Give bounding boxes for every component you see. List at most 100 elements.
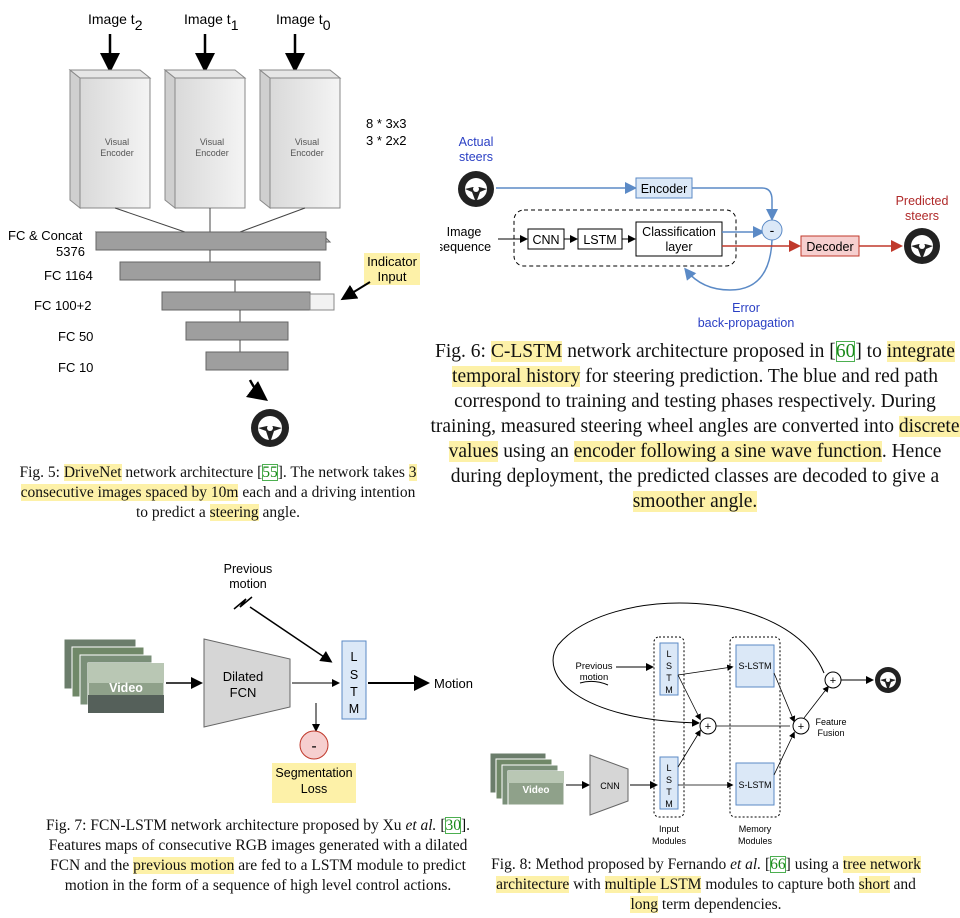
svg-text:T: T: [666, 787, 672, 797]
fig6-image-seq: Image: [447, 225, 482, 239]
fig5-indicator-label: Indicator: [367, 254, 418, 269]
fig5-layer-concat: FC & Concat: [8, 228, 83, 243]
fig7-diagram: Previous motion Video Dilated FCN L S T …: [63, 562, 473, 803]
fig6-predicted-label: Predicted: [896, 194, 949, 208]
svg-text:+: +: [705, 721, 711, 733]
fig5-conv-1: 8 * 3x3: [366, 116, 406, 131]
fig5-indicator-box: [309, 293, 335, 311]
fig8-lstm-bottom: [659, 756, 679, 810]
svg-text:layer: layer: [665, 240, 692, 254]
fig7-seg-loss: Segmentation: [275, 766, 352, 780]
fig8-lstm-top: [659, 642, 679, 696]
svg-text:Encoder: Encoder: [641, 182, 688, 196]
fig7-dilated-fcn: [203, 638, 291, 728]
svg-text:+: +: [798, 721, 804, 733]
fig5-input-t2: Image t2: [88, 11, 143, 33]
svg-text:T: T: [350, 685, 358, 699]
fig5-conv-2: 3 * 2x2: [366, 133, 406, 148]
svg-text:L: L: [666, 649, 671, 659]
fig5-layer-5376: 5376: [56, 244, 85, 259]
fig8-caption: Fig. 8: Method proposed by Fernando et a…: [491, 856, 921, 913]
fig5-layer-1164: FC 1164: [44, 268, 93, 283]
fig5-fc-10: [205, 351, 289, 371]
svg-text:-: -: [770, 222, 775, 238]
fig6-actual-label: Actual: [459, 135, 494, 149]
svg-text:-: -: [311, 738, 316, 755]
svg-text:S: S: [666, 775, 672, 785]
fig8-prev-motion: Previous: [576, 661, 613, 672]
fig8-memory-label: Memory: [739, 824, 772, 834]
fig8-slstm-top: [735, 644, 775, 688]
svg-text:Encoder: Encoder: [195, 148, 229, 158]
fig8-plus-node-2: [792, 717, 810, 735]
fig8-diagram: Previous motion L S T M L S T M Video CN…: [489, 602, 901, 846]
svg-text:S: S: [666, 661, 672, 671]
svg-text:+: +: [830, 675, 836, 687]
fig7-seg-loss-2: Loss: [301, 782, 327, 796]
fig6-classification-box: [635, 221, 723, 257]
fig8-cnn: [589, 754, 629, 816]
svg-text:S: S: [350, 668, 358, 682]
fig5-layer-50: FC 50: [58, 329, 93, 344]
fig8-memory-label-2: Modules: [738, 836, 773, 846]
fig6-actual-wheel-icon: [458, 171, 494, 207]
fig5-fc-concat: [94, 231, 332, 251]
fig7-citation-link[interactable]: 30: [445, 817, 461, 834]
svg-text:CNN: CNN: [532, 233, 559, 247]
fig5-fc-1164: [119, 261, 321, 281]
svg-text:Video: Video: [522, 785, 549, 796]
fig8-steering-wheel-icon: [875, 667, 901, 693]
svg-text:CNN: CNN: [600, 781, 620, 791]
fig7-motion-label: Motion: [434, 676, 473, 691]
fig6-image-seq-2: sequence: [440, 240, 491, 254]
fig5-citation-link[interactable]: 55: [262, 464, 278, 481]
fig5-caption: Fig. 5: DriveNet network architecture [5…: [19, 464, 417, 521]
fig5-diagram: Image t2 Image t1 Image t0 Visual Encode…: [8, 11, 420, 447]
svg-text:T: T: [666, 673, 672, 683]
fig5-input-t1: Image t1: [184, 11, 239, 33]
fig8-memory-modules: [729, 636, 781, 818]
fig5-input-t0: Image t0: [276, 11, 331, 33]
fig8-input-label: Input: [659, 824, 680, 834]
svg-text:S-LSTM: S-LSTM: [738, 780, 771, 790]
fig7-prev-motion: Previous: [224, 562, 273, 576]
fig6-error-label: Error: [732, 301, 760, 315]
fig5-indicator-arrow: [340, 281, 371, 301]
svg-text:L: L: [351, 650, 358, 664]
fig5-output-arrow: [246, 379, 268, 402]
svg-text:Classification: Classification: [642, 225, 716, 239]
fig6-caption: Fig. 6: C-LSTM network architecture prop…: [430, 341, 960, 512]
svg-text:S-LSTM: S-LSTM: [738, 661, 771, 671]
svg-text:Visual: Visual: [105, 137, 129, 147]
fig7-caption: Fig. 7: FCN-LSTM network architecture pr…: [45, 817, 471, 894]
fig8-slstm-bottom: [735, 762, 775, 806]
fig5-layer-100: FC 100+2: [34, 298, 91, 313]
fig6-predicted-label-2: steers: [905, 209, 939, 223]
fig5-indicator-label-2: Input: [378, 269, 407, 284]
fig5-encoder-2: Visual Encoder: [163, 68, 247, 210]
svg-text:M: M: [349, 702, 359, 716]
fig8-citation-link[interactable]: 66: [770, 856, 786, 873]
svg-text:Encoder: Encoder: [290, 148, 324, 158]
fig8-feature-fusion: Feature: [815, 717, 846, 727]
svg-text:Visual: Visual: [295, 137, 319, 147]
fig5-layer-10: FC 10: [58, 360, 93, 375]
fig7-lstm-box: [341, 640, 367, 720]
fig8-video-stack: Video: [489, 752, 565, 806]
svg-text:FCN: FCN: [230, 685, 257, 700]
svg-text:M: M: [665, 685, 673, 695]
fig5-encoder-1: Visual Encoder: [68, 68, 152, 210]
svg-text:L: L: [666, 763, 671, 773]
svg-text:LSTM: LSTM: [583, 233, 616, 247]
fig8-prev-motion-2: motion: [580, 672, 609, 683]
fig8-input-modules: [653, 636, 685, 818]
fig6-diagram: Actual steers Encoder Image sequence CNN…: [440, 135, 949, 330]
fig6-citation-link[interactable]: 60: [835, 341, 856, 362]
svg-text:Encoder: Encoder: [100, 148, 134, 158]
fig7-prev-motion-2: motion: [229, 577, 267, 591]
fig5-fc-50: [185, 321, 289, 341]
fig6-dashed-group: [513, 209, 737, 267]
fig5-encoder-3: Visual Encoder: [258, 68, 342, 210]
fig6-predicted-wheel-icon: [904, 228, 940, 264]
svg-text:Video: Video: [109, 681, 143, 695]
